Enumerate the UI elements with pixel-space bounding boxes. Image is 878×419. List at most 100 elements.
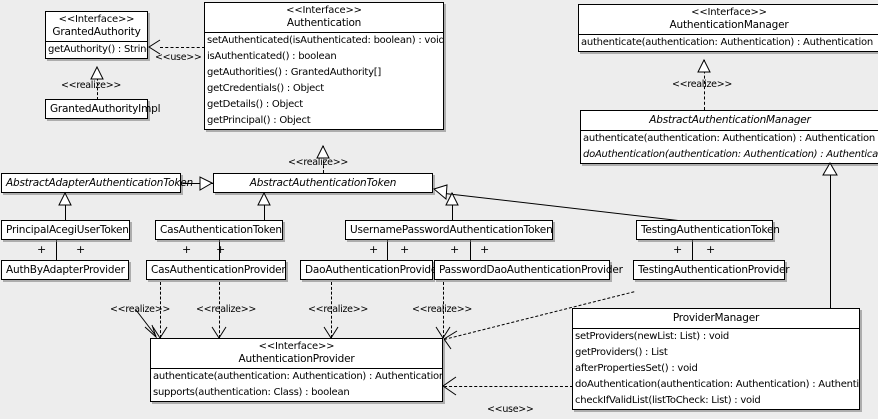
realize-line-daoauthenticationprovider — [331, 282, 332, 338]
method-item: getCredentials() : Object — [207, 83, 324, 95]
realize-line-abstractauthenticationmanager — [704, 60, 705, 110]
class-name-label: PrincipalAcegiUserToken — [6, 224, 129, 236]
method-item: getAuthorities() : GrantedAuthority[] — [207, 67, 382, 79]
stereotype-label: <<Interface>> — [258, 341, 335, 352]
association-marker-plus: + — [182, 243, 192, 256]
method-item: doAuthentication(authentication: Authent… — [575, 379, 859, 391]
class-header-provider-manager: ProviderManager — [573, 309, 859, 328]
class-methods-authentication-provider: authenticate(authentication: Authenticat… — [151, 368, 442, 401]
label-realize-abstractauthenticationtoken: <<realize>> — [288, 157, 349, 168]
class-methods-provider-manager: setProviders(newList: List) : void getPr… — [573, 328, 859, 409]
class-name-label: GrantedAuthority — [52, 25, 141, 38]
class-box-dao-authentication-provider[interactable]: DaoAuthenticationProvider — [300, 260, 442, 281]
class-methods-granted-authority: getAuthority() : String — [46, 41, 147, 58]
class-box-testing-authentication-token[interactable]: TestingAuthenticationToken — [636, 220, 780, 241]
realize-line-abstractauthenticationtoken — [323, 146, 324, 173]
class-name-label: TestingAuthenticationToken — [641, 224, 780, 236]
class-header-principal-acegi-user-token: PrincipalAcegiUserToken — [2, 221, 129, 239]
class-box-auth-by-adapter-provider[interactable]: AuthByAdapterProvider — [1, 260, 129, 281]
method-item: supports(authentication: Class) : boolea… — [153, 387, 350, 399]
class-box-testing-authentication-provider[interactable]: TestingAuthenticationProvider — [633, 260, 790, 281]
label-realize-passworddaoauthenticationprovider: <<realize>> — [412, 304, 473, 315]
label-realize-daoauthenticationprovider: <<realize>> — [308, 304, 369, 315]
generalization-line-casauthenticationtoken — [264, 193, 265, 221]
class-box-principal-acegi-user-token[interactable]: PrincipalAcegiUserToken — [1, 220, 130, 241]
class-methods-authentication: setAuthenticated(isAuthenticated: boolea… — [205, 32, 443, 129]
class-header-testing-authentication-token: TestingAuthenticationToken — [637, 221, 780, 239]
class-name-label: DaoAuthenticationProvider — [305, 264, 442, 276]
class-name-label: CasAuthenticationProvider — [151, 264, 286, 276]
method-item: setAuthenticated(isAuthenticated: boolea… — [207, 35, 443, 47]
association-line-username-daoprovider — [387, 240, 388, 261]
class-box-granted-authority[interactable]: <<Interface>> GrantedAuthority getAuthor… — [45, 11, 148, 60]
method-item: setProviders(newList: List) : void — [575, 331, 730, 343]
class-name-label: AbstractAdapterAuthenticationToken — [6, 177, 193, 189]
generalization-line-usernamepasswordtoken — [452, 193, 453, 221]
generalization-line-providermanager — [830, 163, 831, 309]
use-line-providermanager-authenticationprovider — [444, 386, 573, 387]
class-header-authentication: <<Interface>> Authentication — [205, 3, 443, 32]
method-item: authenticate(authentication: Authenticat… — [153, 371, 442, 383]
label-use-providermanager-authenticationprovider: <<use>> — [487, 404, 534, 415]
stereotype-label: <<Interface>> — [691, 7, 767, 18]
class-name-label: GrantedAuthorityImpl — [50, 103, 161, 115]
class-box-username-password-authentication-token[interactable]: UsernamePasswordAuthenticationToken — [345, 220, 553, 241]
class-name-label: AuthenticationProvider — [238, 352, 355, 365]
class-header-authentication-provider: <<Interface>> AuthenticationProvider — [151, 339, 442, 368]
class-header-auth-by-adapter-provider: AuthByAdapterProvider — [2, 261, 128, 279]
class-header-username-password-authentication-token: UsernamePasswordAuthenticationToken — [346, 221, 553, 239]
class-box-authentication[interactable]: <<Interface>> Authentication setAuthenti… — [204, 2, 444, 131]
class-header-authentication-manager: <<Interface>> AuthenticationManager — [579, 5, 878, 34]
class-box-abstract-adapter-authentication-token[interactable]: AbstractAdapterAuthenticationToken — [1, 173, 193, 194]
class-name-label: TestingAuthenticationProvider — [638, 264, 790, 276]
association-line-testing-testingprovider — [692, 240, 693, 261]
method-item: getProviders() : List — [575, 347, 668, 359]
method-item: doAuthentication(authentication: Authent… — [583, 149, 878, 161]
class-header-cas-authentication-token: CasAuthenticationToken — [156, 221, 282, 239]
association-marker-plus: + — [369, 243, 379, 256]
class-box-granted-authority-impl[interactable]: GrantedAuthorityImpl — [45, 99, 161, 120]
class-header-abstract-adapter-authentication-token: AbstractAdapterAuthenticationToken — [2, 174, 193, 192]
generalization-line-principalacegiusertoken — [65, 193, 66, 221]
class-header-abstract-authentication-token: AbstractAuthenticationToken — [214, 174, 432, 192]
stereotype-label: <<Interface>> — [286, 5, 362, 16]
association-marker-plus: + — [37, 243, 47, 256]
class-box-authentication-provider[interactable]: <<Interface>> AuthenticationProvider aut… — [150, 338, 443, 403]
arrowhead-generalization-testingauthenticationtoken — [432, 184, 448, 201]
arrowhead-realize-testingauthenticationprovider — [443, 330, 458, 350]
association-marker-plus: + — [480, 243, 490, 256]
class-name-label: ProviderManager — [672, 312, 760, 324]
stereotype-label: <<Interface>> — [58, 14, 135, 25]
class-name-label: AuthByAdapterProvider — [6, 264, 125, 276]
class-box-password-dao-authentication-provider[interactable]: PasswordDaoAuthenticationProvider — [434, 260, 623, 281]
class-header-granted-authority-impl: GrantedAuthorityImpl — [46, 100, 161, 118]
association-marker-plus: + — [400, 243, 410, 256]
method-item: getDetails() : Object — [207, 99, 303, 111]
association-line-username-passworddaoprovider — [470, 240, 471, 261]
association-marker-plus: + — [673, 243, 683, 256]
method-item: afterPropertiesSet() : void — [575, 363, 698, 375]
class-header-password-dao-authentication-provider: PasswordDaoAuthenticationProvider — [435, 261, 623, 279]
class-box-abstract-authentication-token[interactable]: AbstractAuthenticationToken — [213, 173, 433, 194]
class-header-testing-authentication-provider: TestingAuthenticationProvider — [634, 261, 790, 279]
class-box-authentication-manager[interactable]: <<Interface>> AuthenticationManager auth… — [578, 4, 878, 53]
realize-line-casauthenticationprovider — [219, 282, 220, 338]
label-realize-authbyadapterprovider: <<realize>> — [110, 304, 171, 315]
method-item: authenticate(authentication: Authenticat… — [581, 37, 873, 49]
class-name-label: CasAuthenticationToken — [160, 224, 282, 236]
class-box-provider-manager[interactable]: ProviderManager setProviders(newList: Li… — [572, 308, 860, 411]
association-marker-plus: + — [706, 243, 716, 256]
class-name-label: UsernamePasswordAuthenticationToken — [350, 224, 553, 236]
class-methods-abstract-authentication-manager: authenticate(authentication: Authenticat… — [581, 130, 878, 163]
method-item: getAuthority() : String — [48, 44, 147, 56]
association-line-cas-casprovider — [219, 240, 220, 261]
class-box-cas-authentication-token[interactable]: CasAuthenticationToken — [155, 220, 283, 241]
class-box-cas-authentication-provider[interactable]: CasAuthenticationProvider — [146, 260, 286, 281]
method-item: isAuthenticated() : boolean — [207, 51, 337, 63]
class-box-abstract-authentication-manager[interactable]: AbstractAuthenticationManager authentica… — [580, 110, 878, 165]
method-item: getPrincipal() : Object — [207, 115, 311, 127]
class-methods-authentication-manager: authenticate(authentication: Authenticat… — [579, 34, 878, 51]
class-name-label: Authentication — [286, 16, 362, 29]
association-line-principal-authbyadapter — [56, 240, 57, 261]
